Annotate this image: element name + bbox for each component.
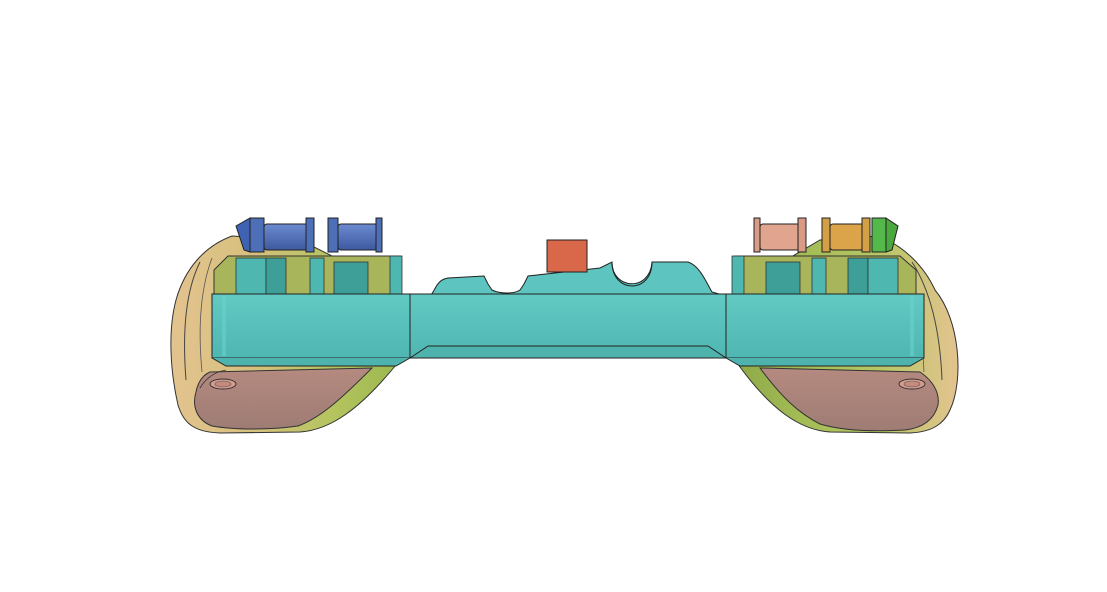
- left-frame-rail: [211, 293, 411, 367]
- right-shoulder-buttons[interactable]: [753, 217, 899, 253]
- right-frame-rail: [725, 293, 925, 367]
- right-bumper-1[interactable]: [759, 223, 801, 251]
- left-bumper-2[interactable]: [327, 217, 339, 253]
- top-center-block: [546, 239, 588, 273]
- right-grip-pad: [758, 367, 939, 432]
- right-bumper-2[interactable]: [829, 223, 865, 251]
- left-grip-pad: [194, 367, 374, 430]
- center-bridge: [408, 261, 728, 359]
- left-shoulder-buttons[interactable]: [235, 217, 383, 253]
- right-green-button[interactable]: [871, 217, 887, 253]
- left-bumper-1[interactable]: [249, 217, 265, 253]
